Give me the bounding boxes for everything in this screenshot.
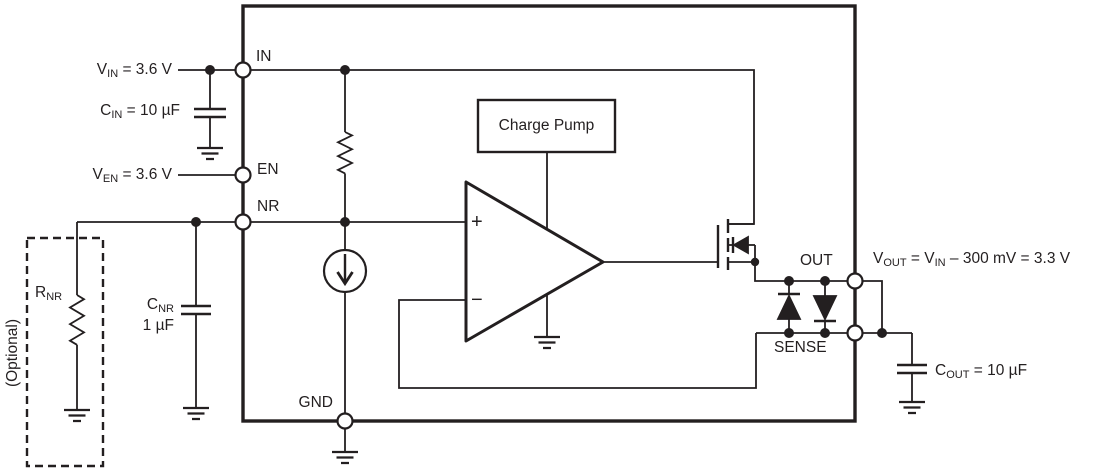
rnr-ground-symbol	[64, 408, 90, 423]
pin-label-sense: SENSE	[774, 339, 827, 356]
wire-output-external	[855, 280, 913, 402]
error-amplifier	[464, 180, 605, 343]
pin-label-out: OUT	[800, 252, 833, 269]
junction-in-resistor	[340, 65, 350, 75]
opamp-minus-sign: −	[471, 289, 483, 311]
pin-out	[846, 272, 864, 290]
optional-dashed-box	[25, 236, 105, 468]
pin-in	[234, 61, 252, 79]
right-diode	[812, 295, 838, 322]
cnr-capacitor	[181, 304, 211, 316]
junction-cnr	[191, 217, 201, 227]
pin-label-gnd: GND	[298, 394, 333, 411]
pin-label-in: IN	[256, 48, 272, 65]
label-vout: VOUT = VIN – 300 mV = 3.3 V	[873, 250, 1071, 269]
pin-label-en: EN	[257, 161, 279, 178]
pin-label-nr: NR	[257, 198, 280, 215]
junction-out-right-diode	[820, 276, 830, 286]
rnr-resistor	[68, 294, 86, 346]
junction-out-left-diode	[784, 276, 794, 286]
cin-ground-symbol	[197, 146, 223, 161]
junction-fet-source	[750, 257, 760, 267]
internal-resistor	[335, 131, 355, 175]
opamp-plus-sign: +	[471, 211, 483, 233]
junction-sense-left-diode	[784, 328, 794, 338]
label-cnr: CNR 1 µF	[142, 296, 174, 334]
pin-en	[234, 166, 252, 184]
label-optional: (Optional)	[4, 318, 21, 388]
cout-capacitor	[897, 363, 927, 375]
label-cin: CIN = 10 µF	[100, 102, 180, 121]
pin-sense	[846, 324, 864, 342]
label-rnr: RNR	[35, 284, 63, 303]
current-source-arrowhead	[336, 271, 354, 287]
junction-cin	[205, 65, 215, 75]
opamp-ground-symbol	[534, 335, 560, 350]
label-ven: VEN = 3.6 V	[92, 166, 172, 185]
ic-boundary	[241, 4, 857, 423]
current-source	[322, 248, 368, 294]
junction-nr	[340, 217, 350, 227]
pin-gnd	[336, 412, 354, 430]
label-vin: VIN = 3.6 V	[96, 61, 172, 80]
junction-out-sense-tie	[877, 328, 887, 338]
wire-feedback	[398, 299, 757, 389]
pin-nr	[234, 213, 252, 231]
left-diode	[776, 293, 802, 320]
label-charge-pump: Charge Pump	[498, 117, 595, 134]
junction-dots	[191, 65, 887, 338]
label-cnr-value: 1 µF	[142, 317, 174, 334]
junction-sense-right-diode	[820, 328, 830, 338]
cnr-ground-symbol	[183, 406, 209, 421]
gnd-ground-symbol	[332, 450, 358, 465]
label-cout: COUT = 10 µF	[935, 362, 1028, 381]
cout-ground-symbol	[899, 400, 925, 415]
cin-capacitor	[194, 107, 226, 119]
body-diode	[732, 235, 749, 255]
ic-pins	[234, 61, 864, 430]
